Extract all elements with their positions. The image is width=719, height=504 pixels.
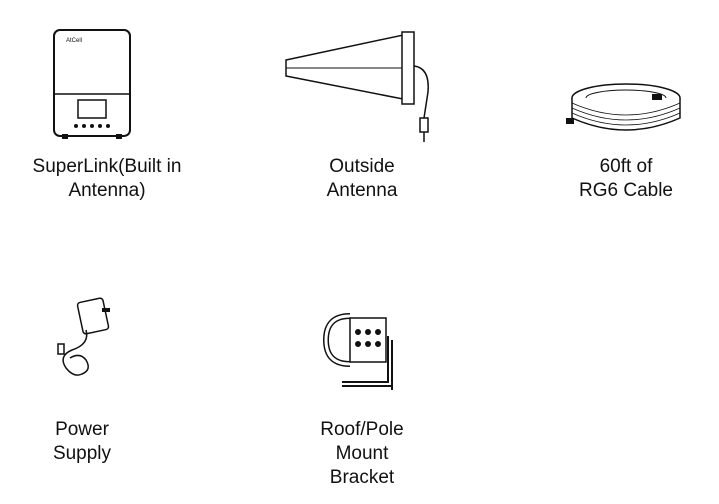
mount-bracket-icon xyxy=(322,313,393,390)
item-label-rg6-cable: 60ft of RG6 Cable xyxy=(579,156,673,201)
item-label-superlink: SuperLink(Built in Antenna) xyxy=(32,156,182,201)
coiled-cable-icon xyxy=(566,83,681,131)
item-label-power-supply: Power Supply xyxy=(52,419,112,464)
yagi-antenna-icon xyxy=(285,31,429,142)
power-adapter-icon xyxy=(57,297,110,376)
booster-device-icon: AtCell xyxy=(53,29,131,139)
item-label-outside-antenna: Outside Antenna xyxy=(326,156,398,201)
device-brand-text: AtCell xyxy=(66,38,82,44)
item-label-mount-bracket: Roof/Pole Mount Bracket xyxy=(320,419,404,488)
